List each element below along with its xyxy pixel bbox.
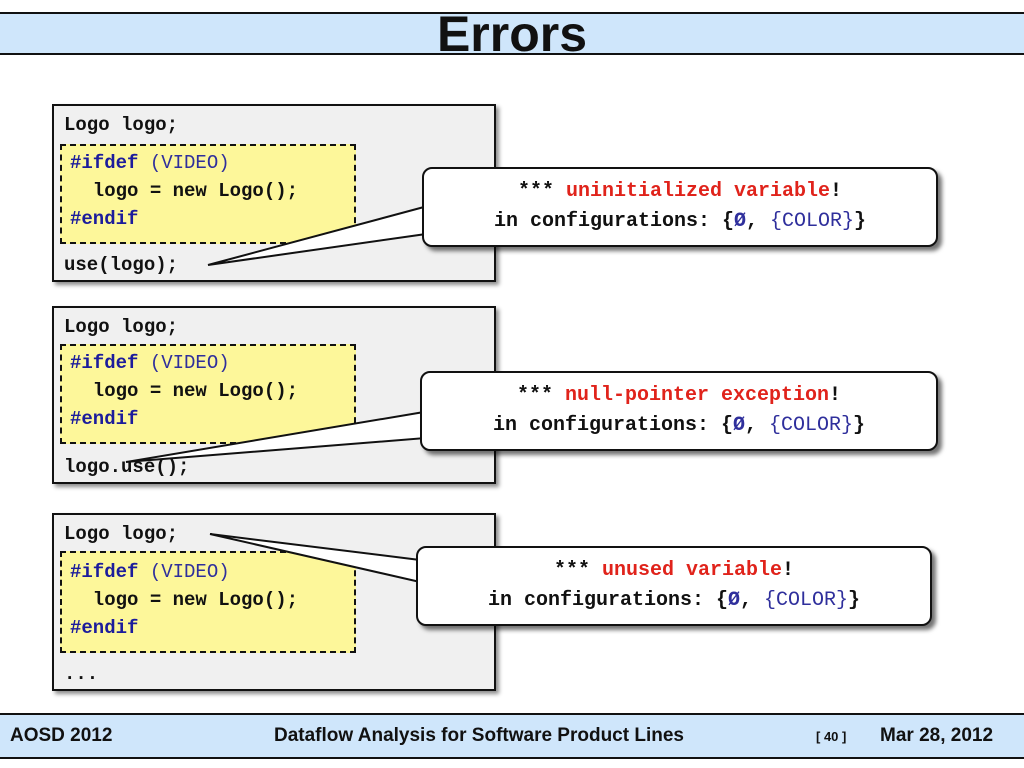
ifdef-block: #ifdef (VIDEO) logo = new Logo(); #endif xyxy=(60,551,356,653)
code-last-statement: ... xyxy=(64,663,99,685)
code-declaration: Logo logo; xyxy=(64,523,179,545)
footer-bar: AOSD 2012 Dataflow Analysis for Software… xyxy=(0,713,1024,759)
callout-config-line: in configurations: {Ø, {COLOR}} xyxy=(492,414,866,437)
slide-title: Errors xyxy=(436,6,588,62)
ifdef-line: #ifdef (VIDEO) xyxy=(70,352,230,374)
code-declaration: Logo logo; xyxy=(64,316,179,338)
error-callout-unused: *** unused variable! in configurations: … xyxy=(416,546,932,626)
callout-config-line: in configurations: {Ø, {COLOR}} xyxy=(487,589,861,612)
endif-line: #endif xyxy=(70,408,139,430)
footer-conference: AOSD 2012 xyxy=(10,725,113,746)
endif-line: #endif xyxy=(70,208,139,230)
ifdef-body: logo = new Logo(); xyxy=(70,380,299,402)
endif-line: #endif xyxy=(70,617,139,639)
ifdef-block: #ifdef (VIDEO) logo = new Logo(); #endif xyxy=(60,344,356,444)
pointer-null-pointer xyxy=(125,410,428,463)
title-bar: Errors xyxy=(0,6,1024,62)
error-callout-null-pointer: *** null-pointer exception! in configura… xyxy=(420,371,938,451)
ifdef-body: logo = new Logo(); xyxy=(70,180,299,202)
footer-talk-title: Dataflow Analysis for Software Product L… xyxy=(274,725,684,746)
ifdef-line: #ifdef (VIDEO) xyxy=(70,561,230,583)
ifdef-body: logo = new Logo(); xyxy=(70,589,299,611)
code-block-unused: Logo logo; #ifdef (VIDEO) logo = new Log… xyxy=(52,513,496,691)
callout-error-line: *** null-pointer exception! xyxy=(516,384,842,407)
code-declaration: Logo logo; xyxy=(64,114,179,136)
callout-error-line: *** uninitialized variable! xyxy=(517,180,843,203)
footer-date: Mar 28, 2012 xyxy=(880,725,994,746)
callout-config-line: in configurations: {Ø, {COLOR}} xyxy=(493,210,867,233)
ifdef-block: #ifdef (VIDEO) logo = new Logo(); #endif xyxy=(60,144,356,244)
pointer-unused xyxy=(209,533,421,584)
code-last-statement: logo.use(); xyxy=(64,456,190,478)
callout-error-line: *** unused variable! xyxy=(553,559,795,582)
pointer-uninitialized xyxy=(207,205,428,266)
footer-slide-number: [ 40 ] xyxy=(816,729,847,744)
ifdef-line: #ifdef (VIDEO) xyxy=(70,152,230,174)
code-last-statement: use(logo); xyxy=(64,254,179,276)
error-callout-uninitialized: *** uninitialized variable! in configura… xyxy=(422,167,938,247)
